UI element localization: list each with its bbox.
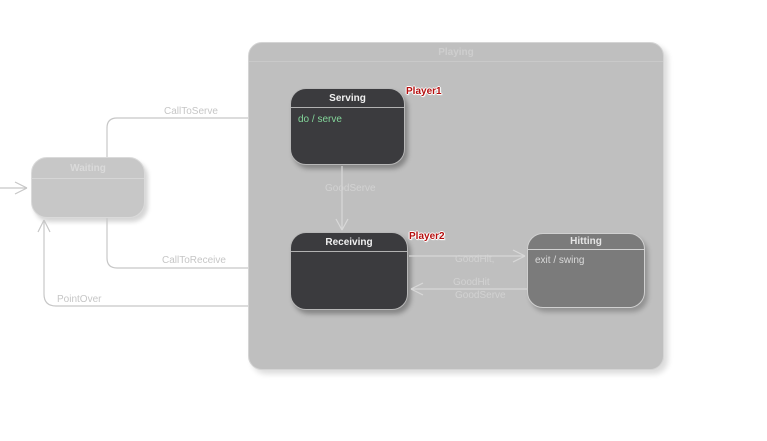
state-receiving[interactable]: Receiving xyxy=(290,232,408,310)
transition-call-to-receive[interactable] xyxy=(106,218,248,269)
state-playing-title: Playing xyxy=(249,43,663,62)
transition-good-serve[interactable] xyxy=(335,166,349,231)
state-waiting[interactable]: Waiting xyxy=(31,157,145,218)
state-serving-do-activity: do / serve xyxy=(298,114,342,125)
state-receiving-title: Receiving xyxy=(291,233,407,252)
label-good-serve[interactable]: GoodServe xyxy=(325,183,376,194)
label-call-to-receive[interactable]: CallToReceive xyxy=(162,255,226,266)
state-hitting-title: Hitting xyxy=(528,234,644,250)
state-hitting[interactable]: Hitting exit / swing xyxy=(527,233,645,308)
state-serving[interactable]: Serving do / serve xyxy=(290,88,405,165)
label-point-over[interactable]: PointOver xyxy=(57,294,102,305)
label-good-hit[interactable]: GoodHit xyxy=(453,277,490,288)
label-call-to-serve[interactable]: CallToServe xyxy=(164,106,218,117)
label-good-hit-good-serve-line1: GoodHit, xyxy=(455,254,495,265)
transition-receiving-to-hitting[interactable] xyxy=(409,249,526,263)
annotation-player2[interactable]: Player2 xyxy=(409,231,445,242)
state-playing[interactable]: Playing xyxy=(248,42,664,370)
state-hitting-exit-action: exit / swing xyxy=(535,255,585,266)
transition-point-over[interactable] xyxy=(37,219,248,307)
transition-initial-to-waiting[interactable] xyxy=(0,181,28,195)
transition-call-to-serve[interactable] xyxy=(106,117,248,157)
transition-hitting-to-receiving[interactable] xyxy=(410,282,527,296)
state-waiting-title: Waiting xyxy=(32,158,144,179)
label-good-hit-good-serve[interactable]: GoodHit, GoodServe xyxy=(455,230,506,326)
state-serving-title: Serving xyxy=(291,89,404,108)
label-good-hit-good-serve-line2: GoodServe xyxy=(455,290,506,301)
annotation-player1[interactable]: Player1 xyxy=(406,86,442,97)
